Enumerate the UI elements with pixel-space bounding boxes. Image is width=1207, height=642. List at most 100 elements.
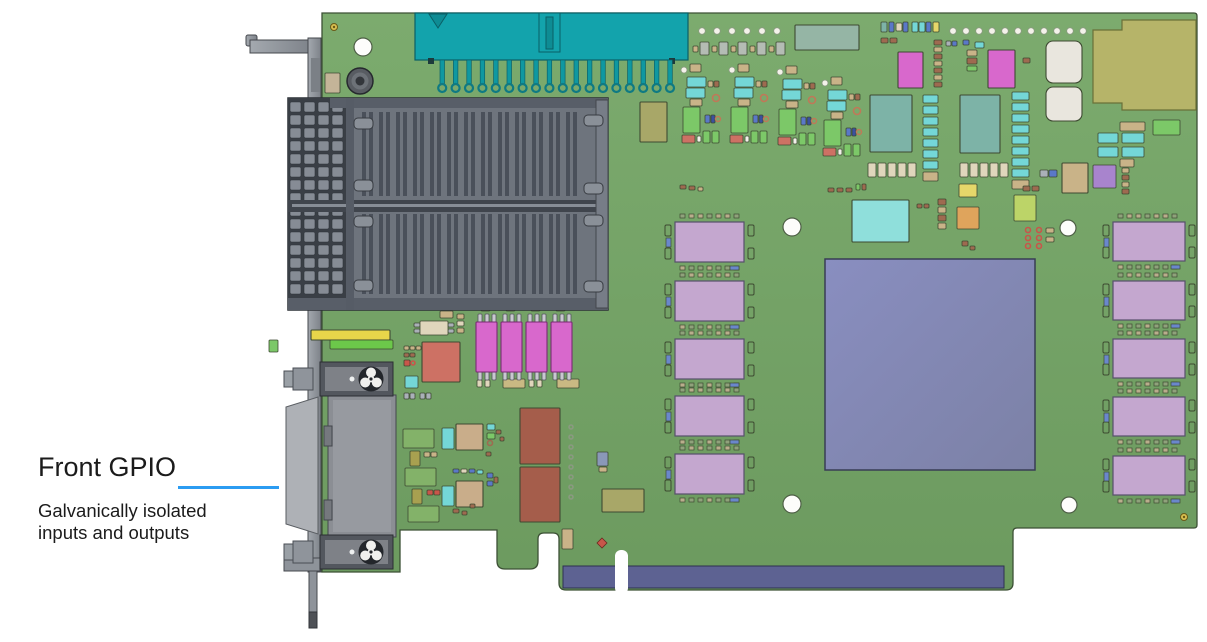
smd-component xyxy=(945,40,952,47)
pad xyxy=(688,265,695,271)
via xyxy=(1066,27,1074,35)
pad xyxy=(679,382,686,388)
jack-trefoil xyxy=(360,377,371,388)
smd-component xyxy=(1119,121,1146,132)
pad xyxy=(747,247,755,260)
smd-component xyxy=(519,466,561,523)
smd-component xyxy=(800,116,807,126)
smd-component xyxy=(1121,146,1145,158)
pad xyxy=(697,387,704,393)
smd-component xyxy=(409,345,416,351)
smd-component xyxy=(1045,236,1055,243)
emi-finger xyxy=(303,179,316,191)
pad xyxy=(1103,354,1110,365)
smd-component xyxy=(889,37,898,44)
emi-finger xyxy=(289,114,302,126)
connector-pin-tip xyxy=(624,82,635,94)
smd-component xyxy=(922,105,939,115)
smd-component xyxy=(430,451,438,458)
pad xyxy=(1153,381,1160,387)
rf-shield-area xyxy=(1092,19,1197,111)
smd-component xyxy=(827,89,848,101)
connector-pin-tip xyxy=(557,82,568,94)
cage-rib xyxy=(488,112,492,196)
smd-component xyxy=(827,187,835,193)
smd-component xyxy=(755,80,762,88)
pad xyxy=(679,265,686,271)
smd-component xyxy=(737,63,750,73)
smd-component xyxy=(937,214,947,222)
via-ring xyxy=(568,444,574,450)
smd-component xyxy=(959,94,1001,154)
pad xyxy=(729,497,740,503)
connector-slot-key xyxy=(545,16,554,50)
pad xyxy=(1117,381,1124,387)
emi-finger xyxy=(331,257,344,269)
via-ring xyxy=(568,474,574,480)
via-ring xyxy=(852,106,862,116)
emi-finger xyxy=(317,140,330,152)
pad xyxy=(1162,498,1169,504)
smd-component xyxy=(987,49,1016,89)
cage-rib xyxy=(447,214,451,294)
pad xyxy=(1117,213,1124,219)
pad xyxy=(1102,341,1110,354)
pad xyxy=(1162,381,1169,387)
smd-component xyxy=(932,21,940,33)
smd-component xyxy=(792,137,798,145)
smd-component xyxy=(411,488,423,505)
cage-pin xyxy=(353,179,374,192)
emi-finger xyxy=(317,166,330,178)
smd-component xyxy=(485,451,492,457)
smd-component xyxy=(404,467,437,487)
cage-pins xyxy=(353,114,604,293)
smd-component xyxy=(426,489,434,496)
pad xyxy=(1188,224,1196,237)
pad xyxy=(1126,264,1133,270)
memory-chip-site xyxy=(664,387,755,445)
pad xyxy=(724,324,731,330)
emi-finger xyxy=(289,166,302,178)
pad xyxy=(1126,439,1133,445)
pad xyxy=(1117,272,1124,278)
memory-chip-site xyxy=(1102,272,1196,329)
smd-component xyxy=(519,407,561,465)
smd-component xyxy=(937,222,947,230)
isolator-dip xyxy=(500,306,523,381)
connector-pin-tip xyxy=(611,82,622,94)
bracket-top-arm xyxy=(249,39,313,54)
cage-rib xyxy=(522,112,526,196)
smd-component xyxy=(785,100,799,109)
smd-component xyxy=(922,138,939,148)
smd-component xyxy=(989,162,999,178)
smd-component xyxy=(1011,168,1030,178)
connector-pin xyxy=(667,59,673,85)
smd-component xyxy=(415,345,422,351)
cage-rib xyxy=(464,214,468,294)
emi-finger xyxy=(331,140,344,152)
smd-component xyxy=(974,41,985,49)
via xyxy=(1040,27,1048,35)
smd-component xyxy=(409,450,421,467)
smd-component xyxy=(737,98,751,107)
pad xyxy=(1135,381,1142,387)
pcie-edge-fingers xyxy=(562,565,1005,589)
via xyxy=(1053,27,1061,35)
pad xyxy=(1153,264,1160,270)
smd-component xyxy=(999,162,1009,178)
smd-component xyxy=(867,162,877,178)
cage-rib xyxy=(481,112,485,196)
cage-rib xyxy=(413,112,417,196)
smd-component xyxy=(460,468,468,474)
pad xyxy=(1126,388,1133,394)
smd-component xyxy=(845,127,852,137)
pad xyxy=(1188,283,1196,296)
emi-finger xyxy=(317,270,330,282)
smd-component xyxy=(456,313,465,320)
smd-component xyxy=(933,74,943,81)
pad xyxy=(706,330,713,336)
pad xyxy=(747,398,755,411)
pad xyxy=(688,439,695,445)
smd-component xyxy=(403,359,411,367)
cage-rib xyxy=(573,214,577,294)
